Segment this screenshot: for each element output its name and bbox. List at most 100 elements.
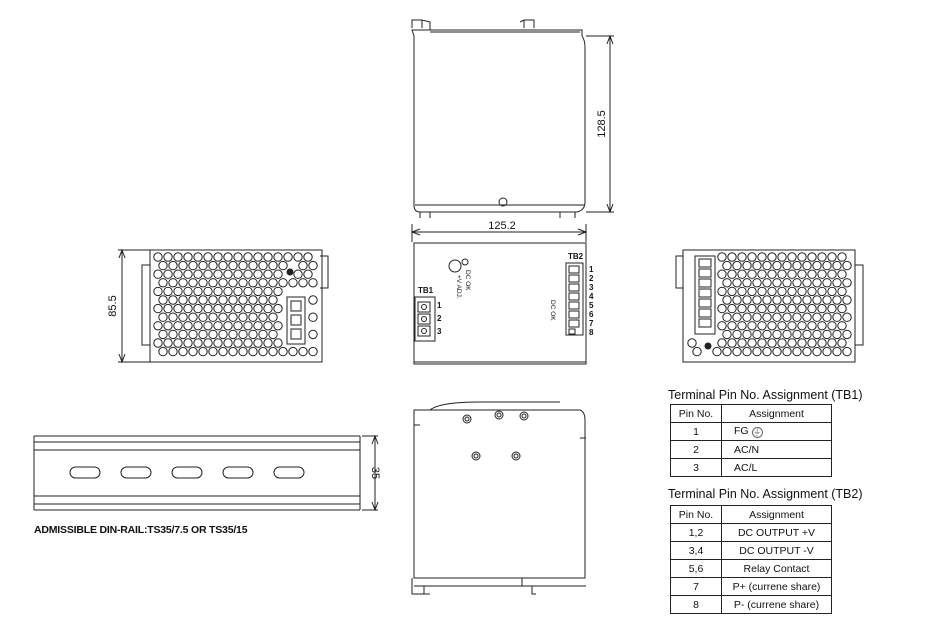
tb2-pin-label: 2 [589,274,594,283]
vent-hole [762,278,772,288]
vent-hole [233,269,243,279]
vent-hole [293,269,303,279]
vent-hole [817,303,827,314]
vent-hole [303,252,313,262]
vent-hole [188,260,198,271]
vent-hole [722,329,732,340]
vent-hole [228,295,238,305]
vent-hole [827,338,837,348]
vent-hole [802,312,812,322]
assignment-cell: DC OUTPUT +V [721,523,832,542]
pin-cell: 3,4 [670,541,722,560]
vent-hole [243,252,253,262]
vent-hole [168,346,178,357]
vent-hole [248,312,258,322]
vent-hole [822,312,832,322]
vent-hole [213,321,223,331]
vent-hole [183,286,193,297]
vent-hole [747,252,757,262]
vent-hole [223,252,233,262]
vent-hole [183,303,193,314]
vent-hole [243,338,253,348]
vent-hole [198,312,208,322]
vent-hole [767,321,777,331]
vent-hole [153,286,163,297]
vent-hole [198,260,208,271]
vent-hole [223,338,233,348]
vent-hole [732,346,742,357]
vent-hole [802,278,812,288]
vent-hole [822,295,832,305]
vent-hole [817,286,827,297]
vent-hole [288,346,298,357]
vent-hole [807,286,817,297]
vent-hole [722,346,732,357]
vent-hole [233,286,243,297]
vent-hole [822,278,832,288]
vent-hole [268,278,278,288]
vent-hole [827,286,837,297]
vent-hole [757,338,767,348]
vent-hole [258,260,268,271]
tb2-pin-label: 7 [589,319,594,328]
vent-hole [308,295,318,305]
tb1-block [414,296,436,342]
vent-hole [812,312,822,322]
vent-hole [762,312,772,322]
left-side-view [118,248,329,364]
vent-hole [737,252,747,262]
right-side-view [675,249,864,363]
vent-hole [153,303,163,314]
vent-hole [732,278,742,288]
tb2-label: TB2 [568,252,584,261]
bottom-view [411,401,586,595]
vent-hole [782,329,792,340]
vent-hole [717,252,727,262]
vent-hole [253,303,263,314]
vent-hole [308,260,318,271]
vent-hole [263,321,273,331]
vent-hole [722,260,732,271]
vent-hole [772,312,782,322]
vent-hole [203,269,213,279]
vent-hole [253,338,263,348]
vent-hole [747,269,757,279]
vent-hole [243,286,253,297]
vent-hole [742,346,752,357]
vent-hole [188,346,198,357]
vent-hole [837,286,847,297]
vent-hole [742,329,752,340]
vent-hole [782,295,792,305]
vent-hole [797,269,807,279]
vent-hole [807,338,817,348]
vent-hole [258,278,268,288]
vent-hole [797,321,807,331]
vent-hole [752,312,762,322]
vent-hole [203,303,213,314]
vent-hole [168,295,178,305]
table-header-row: Pin No. Assignment [670,404,832,423]
vent-hole [777,303,787,314]
vent-hole [223,269,233,279]
vent-hole [782,312,792,322]
vent-hole [263,252,273,262]
vent-hole [178,346,188,357]
vent-hole [248,260,258,271]
vent-hole [193,286,203,297]
vent-hole [817,252,827,262]
column-header: Assignment [721,505,832,524]
vent-hole [812,346,822,357]
vent-hole [208,295,218,305]
vent-hole [233,321,243,331]
vent-hole-pattern-left [153,252,318,357]
vent-hole [238,312,248,322]
vent-hole [837,269,847,279]
assignment-cell: Relay Contact [721,559,832,578]
tb1-label: TB1 [418,286,434,295]
vent-hole [807,269,817,279]
vent-hole [188,312,198,322]
pin-cell: 5,6 [670,559,722,578]
assignment-cell: FG⏚ [721,422,832,441]
vent-hole [188,278,198,288]
vent-hole [263,338,273,348]
